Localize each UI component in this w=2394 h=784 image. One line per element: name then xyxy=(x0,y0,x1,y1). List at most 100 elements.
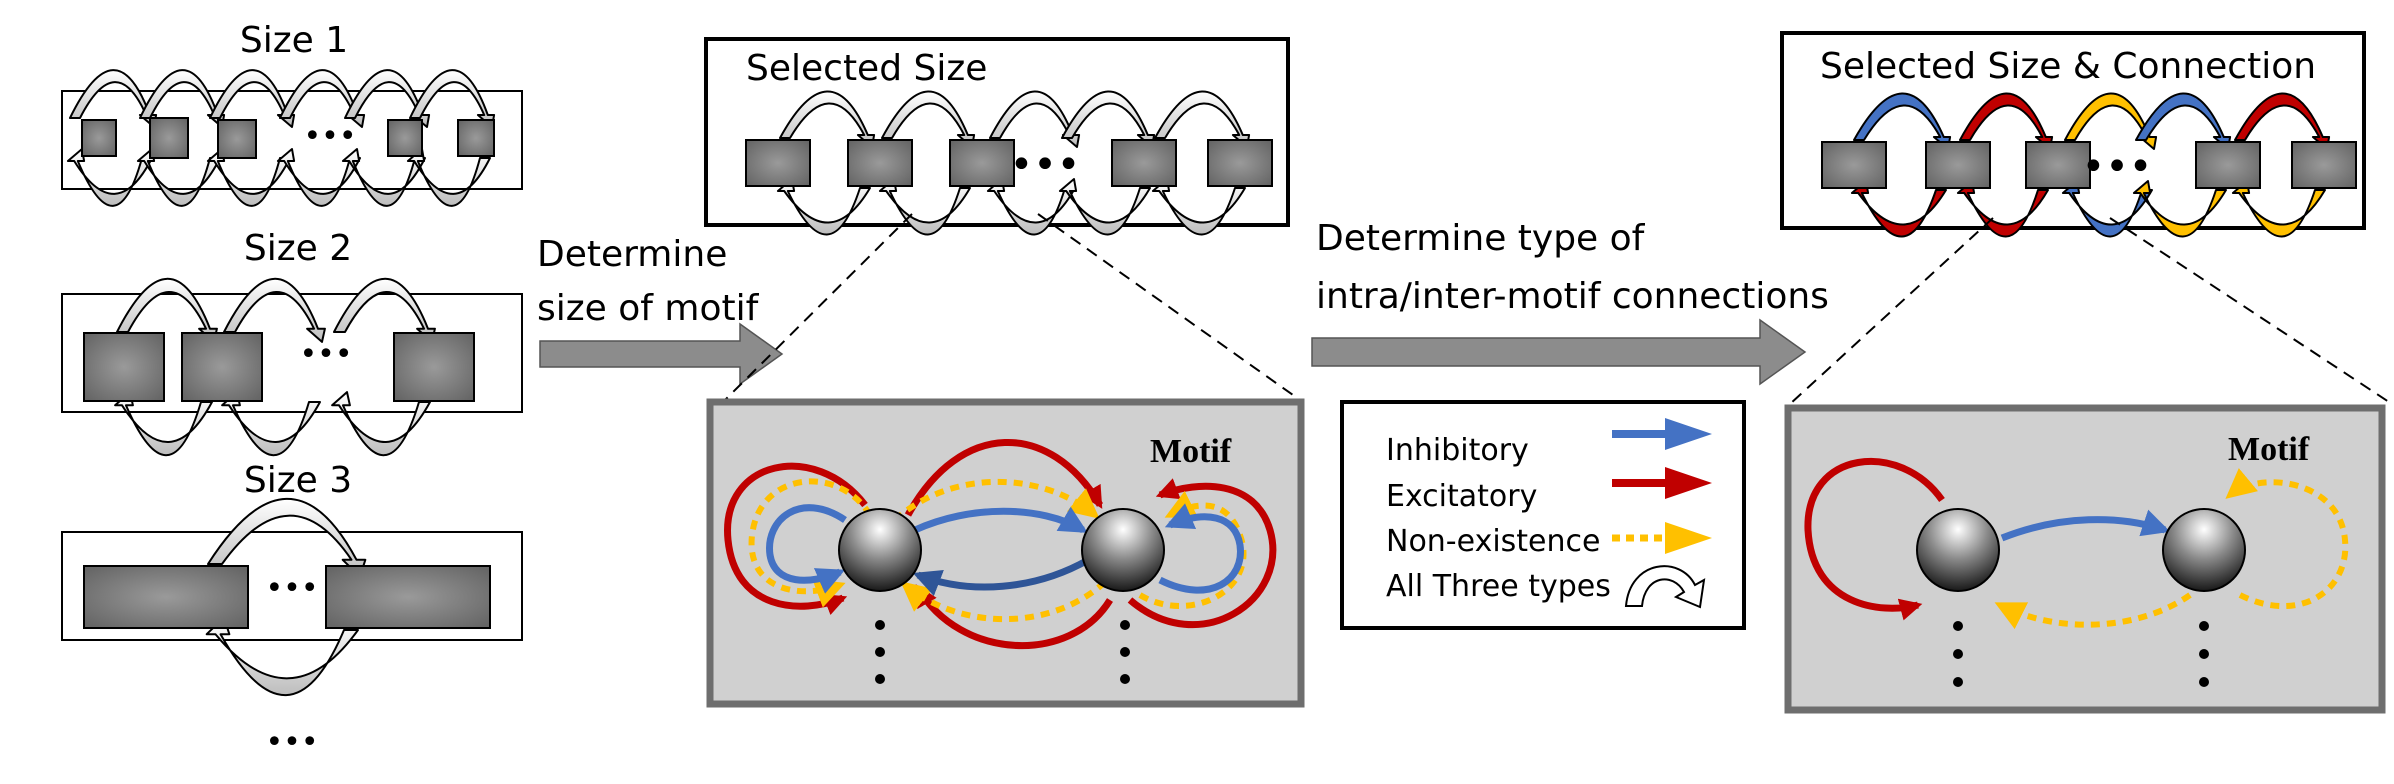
size1-top-arc-6 xyxy=(409,69,496,128)
selected-size-connection-title: Selected Size & Connection xyxy=(1820,46,2316,87)
size2-row: ••• xyxy=(61,277,523,457)
size3-row: ••• xyxy=(61,497,523,697)
step2-arrow xyxy=(1311,318,1807,386)
legend-excitatory-arrow xyxy=(1612,467,1712,499)
size1-box-1 xyxy=(81,119,117,157)
size2-bottom-arc-3 xyxy=(331,391,431,457)
size3-box-2 xyxy=(325,565,491,629)
size1-top-arc-5 xyxy=(344,69,431,128)
selected-connection-top-arc-2 xyxy=(1959,92,2054,150)
step2: Determine type of intra/inter-motif conn… xyxy=(1311,218,1829,386)
size2-ellipsis: ••• xyxy=(299,337,352,372)
selected-size-top-arc-5 xyxy=(1154,90,1251,148)
size1-top-arc-4 xyxy=(279,69,366,128)
size1-box-5 xyxy=(457,119,495,157)
selected-size-box-3 xyxy=(949,139,1015,187)
size1-label: Size 1 xyxy=(240,20,348,61)
legend-label-all-three: All Three types xyxy=(1386,569,1611,604)
selected-size-box-4 xyxy=(1111,139,1177,187)
step1-line2: size of motif xyxy=(537,288,760,329)
m1-node-left xyxy=(838,508,922,592)
size-options-column: Size 1 ••• Size 2 ••• Size 3 ••• ••• xyxy=(61,20,523,760)
selected-size-top-arc-1 xyxy=(779,90,876,148)
m1-blue-forward xyxy=(913,506,1088,534)
step1: Determine size of motif xyxy=(537,234,784,386)
size3-ellipsis: ••• xyxy=(265,571,318,606)
legend-label-excitatory: Excitatory xyxy=(1386,479,1537,514)
legend-label-inhibitory: Inhibitory xyxy=(1386,433,1529,468)
selected-size-ellipsis: ••• xyxy=(1010,142,1081,188)
motif-detail-2: Motif xyxy=(1784,404,2386,714)
more-sizes-ellipsis: ••• xyxy=(265,725,318,760)
size1-box-2 xyxy=(149,117,189,159)
size2-top-arc-1 xyxy=(116,277,218,343)
selected-size-top-arc-3 xyxy=(989,90,1081,148)
size1-bottom-arc-2 xyxy=(136,148,221,207)
m1-yellow-self-left xyxy=(748,478,873,608)
m2-node-left xyxy=(1916,508,2000,592)
selected-connection-bottom-arc-4 xyxy=(2132,180,2227,238)
size2-box-3 xyxy=(393,332,475,402)
size2-top-arc-3 xyxy=(333,277,436,343)
selected-size-box-2 xyxy=(847,139,913,187)
m2-vertical-dots-right xyxy=(2199,621,2209,687)
zoom-line-right-1 xyxy=(1037,213,1301,401)
size1-ellipsis: ••• xyxy=(303,119,356,154)
size1-bottom-arc-3 xyxy=(206,148,291,207)
motif-detail-1: Motif xyxy=(706,398,1305,708)
m2-red-self-left xyxy=(1804,457,1945,621)
size1-boxes xyxy=(81,117,495,159)
selected-size-top-arc-2 xyxy=(881,90,976,148)
size1-bottom-arc-4 xyxy=(276,148,361,207)
size3-label: Size 3 xyxy=(244,460,352,501)
zoom-line-left-1 xyxy=(724,213,913,401)
legend-label-non-existence: Non-existence xyxy=(1386,524,1600,559)
legend-all-three-arrow xyxy=(1624,565,1706,609)
m1-red-self-left xyxy=(724,462,868,615)
step2-line1: Determine type of xyxy=(1316,218,1646,259)
selected-size-box-1 xyxy=(745,139,811,187)
size2-top-arc-2 xyxy=(223,277,326,343)
m1-red-bottom xyxy=(914,584,1113,650)
selected-connection-box-5 xyxy=(2291,141,2357,189)
motif-detail-1-panel xyxy=(706,398,1305,708)
selected-connection-box-1 xyxy=(1821,141,1887,189)
m2-yellow-backward xyxy=(1994,592,2192,630)
size1-arcs xyxy=(66,69,496,207)
size1-top-arc-3 xyxy=(209,69,296,128)
m1-node-right xyxy=(1081,508,1165,592)
size3-top-arc xyxy=(207,497,367,578)
step1-arrow xyxy=(539,322,784,386)
legend-non-existence-arrow xyxy=(1612,522,1712,554)
motif-detail-2-title: Motif xyxy=(2228,431,2310,468)
selected-size-title: Selected Size xyxy=(746,48,987,89)
selected-size-boxes xyxy=(745,139,1273,187)
size3-boxes xyxy=(83,565,491,629)
m1-blue-self-right xyxy=(1158,503,1244,594)
m1-vertical-dots-left xyxy=(875,620,885,684)
selected-connection-top-arc-4 xyxy=(2135,92,2232,150)
selected-connection-box-3 xyxy=(2025,141,2091,189)
zoom-line-left-2 xyxy=(1789,217,1994,405)
legend: Inhibitory Excitatory Non-existence All … xyxy=(1340,400,1746,630)
step1-line1: Determine xyxy=(537,234,727,275)
m2-node-right xyxy=(2162,508,2246,592)
selected-size-box-5 xyxy=(1207,139,1273,187)
selected-size-panel: Selected Size ••• xyxy=(704,37,1290,236)
step2-line2: intra/inter-motif connections xyxy=(1316,276,1829,317)
size2-box-2 xyxy=(181,332,263,402)
size2-boxes xyxy=(83,332,475,402)
selected-size-bottom-arc-4 xyxy=(1058,178,1151,236)
size2-arcs xyxy=(114,277,436,457)
motif-detail-1-title: Motif xyxy=(1150,433,1232,470)
size1-top-arc-2 xyxy=(139,69,226,128)
selected-connection-top-arc-3 xyxy=(2064,92,2158,150)
size1-bottom-arc-1 xyxy=(66,148,153,207)
m2-yellow-self-right xyxy=(2225,468,2349,609)
selected-size-connection-panel: Selected Size & Connection ••• xyxy=(1780,31,2366,238)
m1-vertical-dots-right xyxy=(1120,620,1130,684)
size2-label: Size 2 xyxy=(244,228,352,269)
selected-connection-top-arc-1 xyxy=(1853,92,1952,150)
m2-blue-forward xyxy=(2000,509,2171,542)
size1-box-4 xyxy=(387,119,423,157)
